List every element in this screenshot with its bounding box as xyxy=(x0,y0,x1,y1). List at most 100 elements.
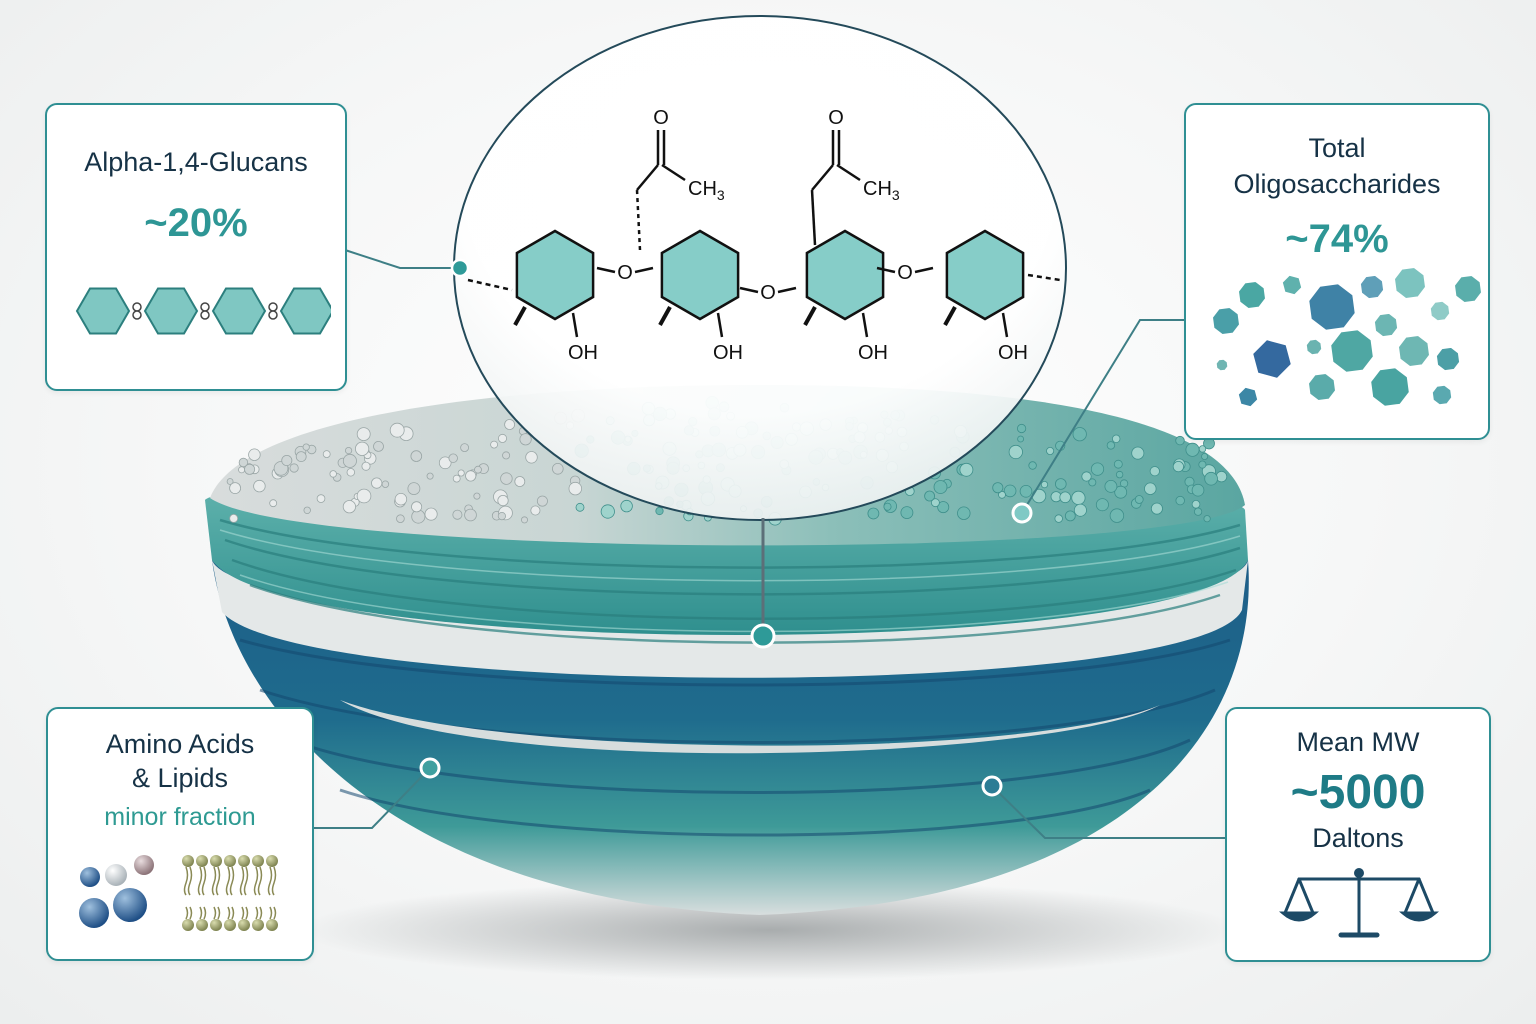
granule xyxy=(490,440,499,449)
granule xyxy=(316,494,326,503)
granule xyxy=(1144,482,1157,495)
granule xyxy=(1115,470,1124,479)
granule xyxy=(1059,491,1071,504)
oligosaccharide-shape xyxy=(1359,274,1385,300)
granule xyxy=(448,453,458,463)
granule xyxy=(1073,503,1087,517)
hydroxyl-label: OH xyxy=(998,342,1028,364)
granule xyxy=(1149,466,1160,477)
oligosaccharide-shape xyxy=(1397,334,1431,368)
oligosaccharide-shape xyxy=(1307,372,1337,402)
granule xyxy=(1016,423,1027,434)
mw-value: ~5000 xyxy=(1290,766,1426,819)
oligosaccharide-shape xyxy=(1370,367,1410,407)
granule xyxy=(452,474,461,483)
granule xyxy=(1028,461,1037,470)
granule xyxy=(373,440,384,452)
granule xyxy=(1175,495,1185,506)
granule xyxy=(497,494,509,507)
granule xyxy=(1215,470,1228,483)
granule xyxy=(1003,484,1017,498)
granule xyxy=(1175,435,1185,446)
granule xyxy=(407,482,421,496)
granule xyxy=(1191,483,1205,497)
granule xyxy=(1113,459,1123,469)
granule xyxy=(998,490,1006,499)
connector-dots xyxy=(419,258,1033,797)
oligosaccharide-shape xyxy=(1215,358,1229,372)
granule xyxy=(356,488,372,504)
glucan-unit xyxy=(279,287,331,335)
granule xyxy=(295,451,307,463)
granule xyxy=(1114,485,1128,499)
dot-glucans xyxy=(450,258,470,278)
granule xyxy=(354,441,370,456)
granule xyxy=(1134,495,1144,504)
connector-glucans xyxy=(344,249,458,269)
dot-oligosaccharides xyxy=(1011,502,1033,524)
granule xyxy=(530,505,541,516)
granule xyxy=(289,463,299,473)
granule xyxy=(302,443,310,451)
granule xyxy=(457,469,465,477)
granule xyxy=(500,472,513,485)
oligosaccharide-shape xyxy=(1211,306,1241,336)
granule xyxy=(238,466,246,474)
granule xyxy=(521,516,529,524)
granule xyxy=(1131,446,1145,460)
granule xyxy=(1191,499,1201,509)
granule xyxy=(1019,484,1033,498)
granule xyxy=(1088,478,1097,487)
granule xyxy=(883,502,892,511)
granule xyxy=(497,511,506,521)
oligosaccharide-shape xyxy=(1330,329,1374,373)
granule xyxy=(438,456,452,470)
connector-oligosaccharides xyxy=(1021,319,1184,514)
granule xyxy=(346,468,355,477)
granule xyxy=(551,462,564,475)
granule xyxy=(253,479,266,493)
hydroxyl-label: OH xyxy=(858,342,888,364)
oligosaccharide-shape xyxy=(1308,283,1356,331)
granule xyxy=(474,465,482,474)
granule xyxy=(568,481,583,496)
granule xyxy=(460,443,470,453)
oligosaccharide-shape xyxy=(1429,300,1451,322)
oligosaccharide-shape xyxy=(1393,266,1427,300)
granule xyxy=(1106,441,1116,450)
card-mean-mw: Mean MW ~5000 Daltons xyxy=(1225,707,1491,962)
granule xyxy=(244,463,256,475)
card-amino-lipids: Amino Acids & Lipids minor fraction xyxy=(46,707,314,961)
granule xyxy=(620,499,633,513)
granule xyxy=(394,493,408,506)
glycosidic-oxygen: O xyxy=(897,262,913,284)
granule xyxy=(1090,462,1105,476)
connector-lines xyxy=(312,249,1225,839)
bubble-pointer-dot xyxy=(750,623,776,649)
glucans-value: ~20% xyxy=(144,201,248,245)
granule xyxy=(514,476,526,487)
granule xyxy=(424,507,438,521)
oligosaccharide-shape xyxy=(1435,346,1461,372)
granule xyxy=(1040,480,1049,489)
granule xyxy=(575,502,585,512)
granule xyxy=(371,477,383,489)
amino-lipids-label-line1: Amino Acids xyxy=(105,729,255,759)
glucan-unit xyxy=(211,287,267,335)
granule xyxy=(1203,515,1211,523)
oligosaccharide-shape xyxy=(1431,384,1453,406)
granule xyxy=(1064,510,1076,522)
granule xyxy=(1054,514,1063,523)
granule xyxy=(655,506,664,516)
oligosaccharides-value: ~74% xyxy=(1285,217,1389,261)
mw-unit: Daltons xyxy=(1312,823,1404,853)
granule xyxy=(248,448,261,461)
granule xyxy=(361,461,371,471)
granule xyxy=(303,506,311,514)
lipid-bilayer-icon xyxy=(182,855,278,931)
amino-acid-spheres-icon xyxy=(79,855,154,928)
dot-mw xyxy=(981,775,1003,797)
card-glucans: Alpha-1,4-Glucans ~20% xyxy=(45,103,347,391)
balance-scale-icon xyxy=(1279,868,1439,938)
glucan-unit xyxy=(75,287,131,335)
